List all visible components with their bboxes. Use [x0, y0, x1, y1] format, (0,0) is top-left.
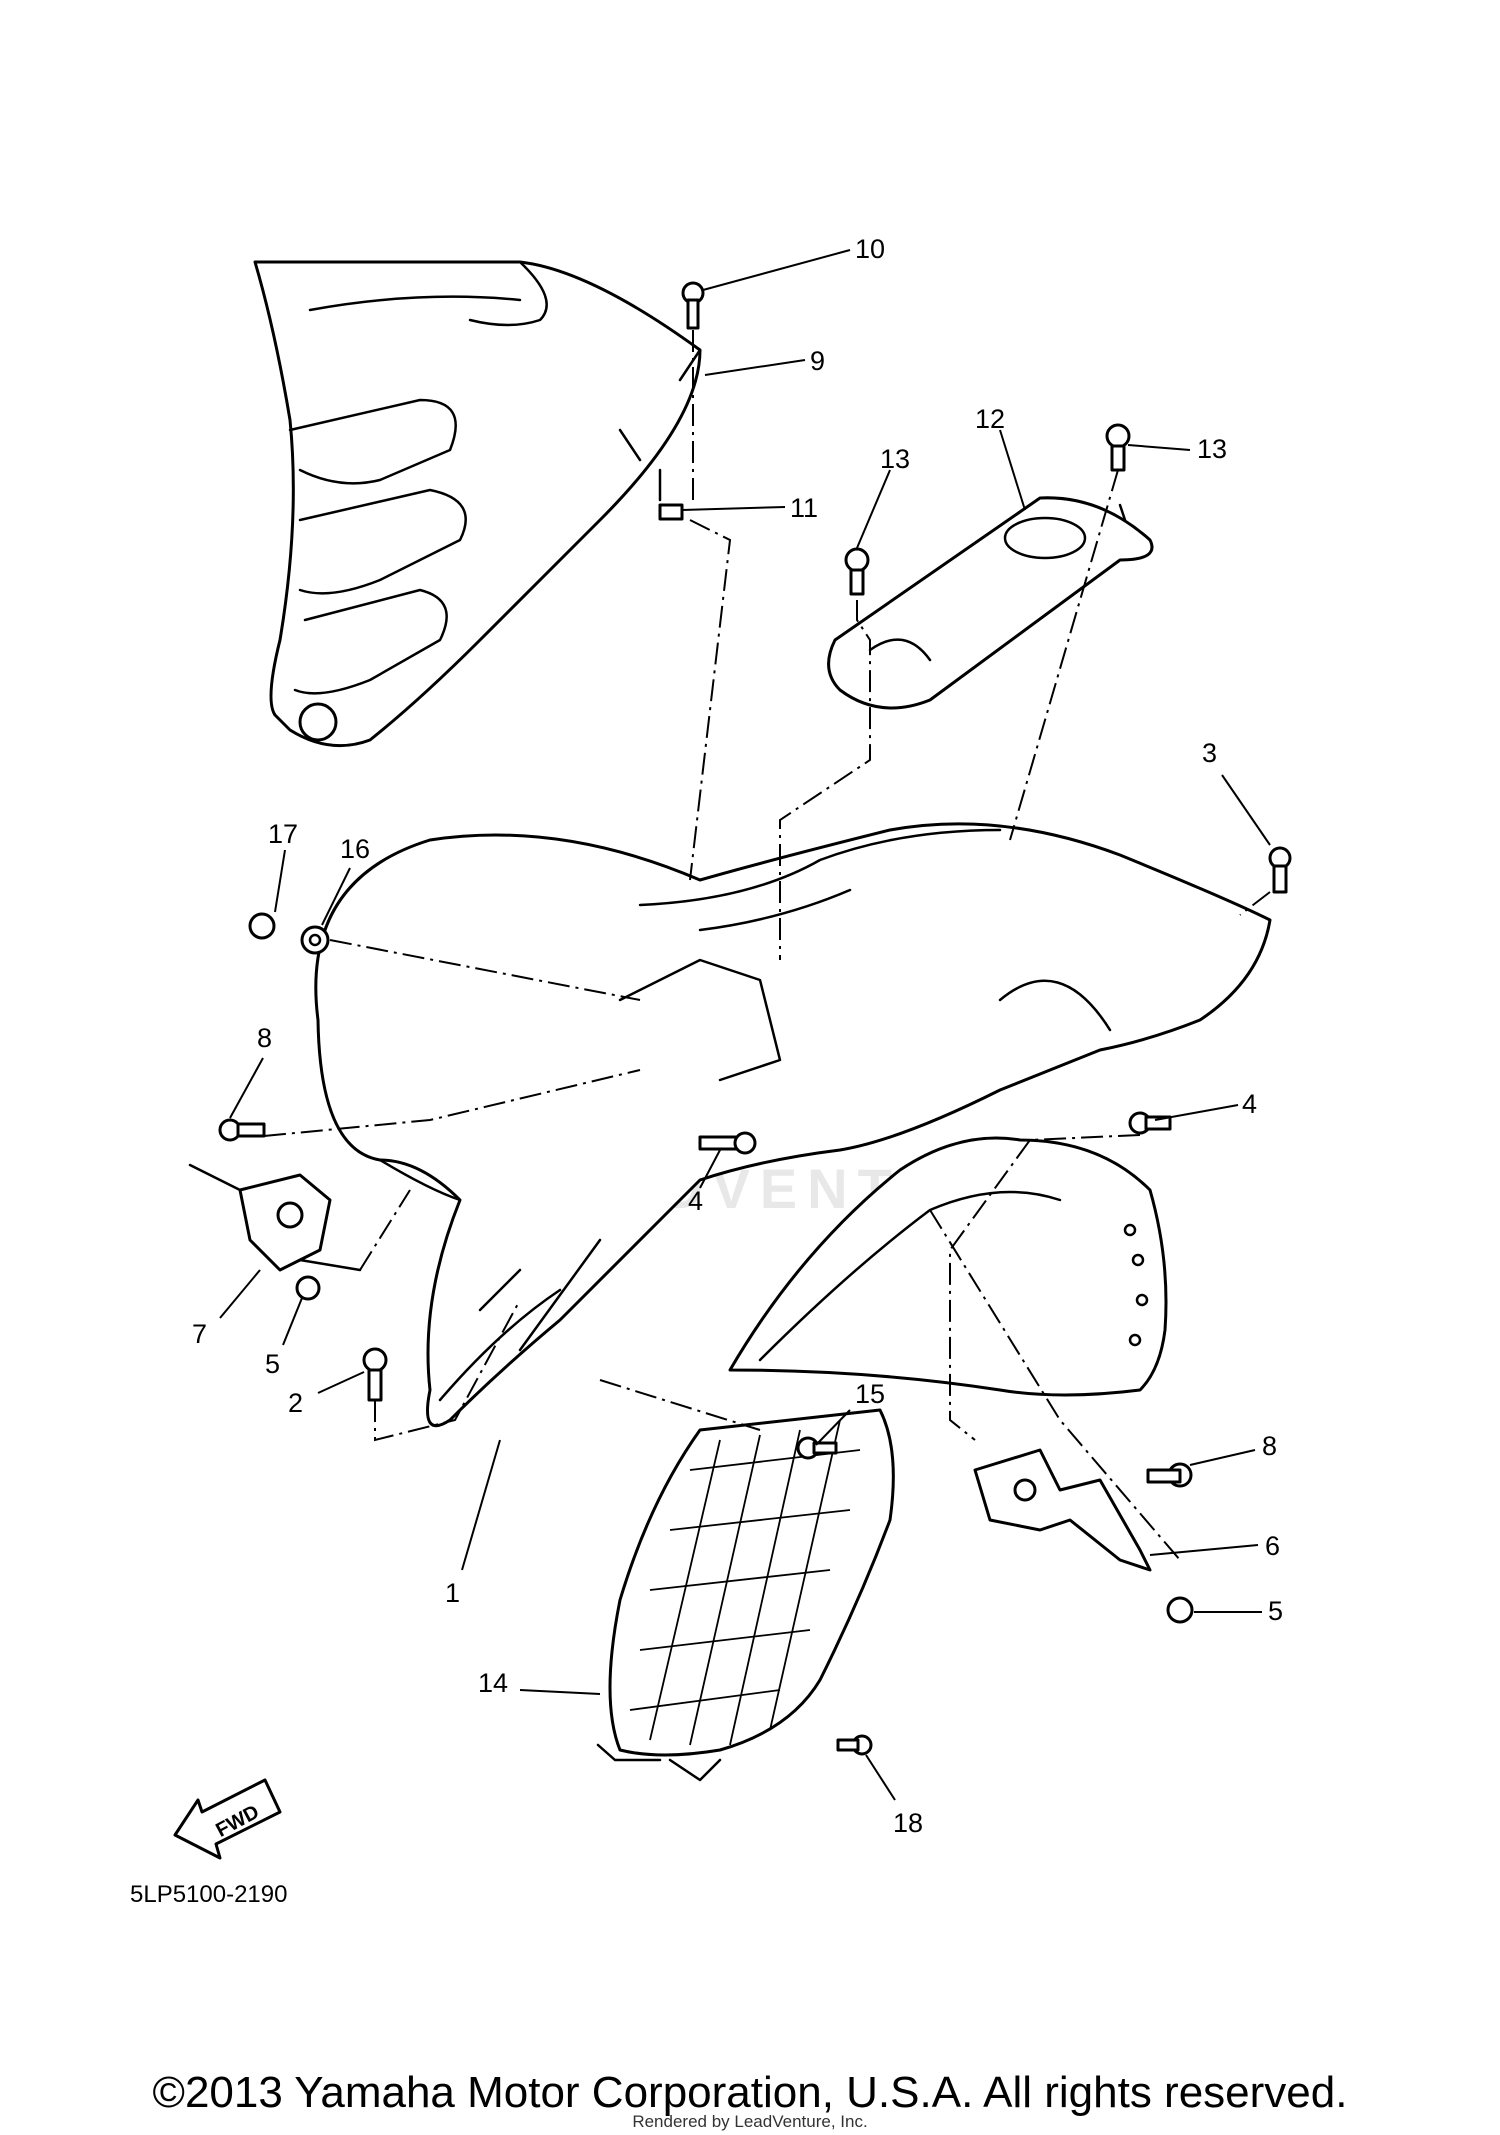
forward-arrow-icon: FWD	[173, 1778, 282, 1860]
callout-4-right: 4	[1242, 1089, 1257, 1119]
callout-3: 3	[1202, 738, 1217, 768]
callout-12: 12	[975, 404, 1005, 434]
grille-part	[596, 1408, 895, 1782]
callout-6: 6	[1265, 1531, 1280, 1561]
callout-5-left: 5	[265, 1349, 280, 1379]
callout-2: 2	[288, 1388, 303, 1418]
callout-11: 11	[790, 493, 818, 523]
callout-13-right: 13	[1197, 434, 1227, 464]
callout-1: 1	[445, 1578, 460, 1608]
callout-8-right: 8	[1262, 1431, 1277, 1461]
assembly-lines	[263, 330, 1271, 1561]
callout-9: 9	[810, 346, 825, 376]
callout-10: 10	[855, 234, 885, 264]
callout-4-middle: 4	[688, 1186, 703, 1216]
callout-18: 18	[893, 1808, 923, 1838]
center-panel-part	[827, 496, 1154, 710]
fasteners	[218, 281, 1292, 1756]
callout-7: 7	[192, 1319, 207, 1349]
callout-17: 17	[268, 819, 298, 849]
copyright-notice: ©2013 Yamaha Motor Corporation, U.S.A. A…	[152, 2068, 1348, 2117]
callout-13-left: 13	[880, 444, 910, 474]
left-bracket-part	[188, 1163, 362, 1272]
leader-lines	[219, 249, 1271, 1801]
callout-14: 14	[478, 1668, 508, 1698]
right-bracket-part	[973, 1448, 1152, 1572]
front-fender-part	[314, 822, 1272, 1428]
callout-16: 16	[340, 834, 370, 864]
diagram-code: 5LP5100-2190	[130, 1881, 287, 1908]
callout-15: 15	[855, 1379, 885, 1409]
callout-5-right: 5	[1268, 1596, 1283, 1626]
front-cover-part	[253, 260, 702, 748]
callout-labels: 1 2 3 4 4 5 5 6 7 8 8 9 10 11 12 13 13 1…	[192, 234, 1283, 1838]
callout-8-left: 8	[257, 1023, 272, 1053]
right-fender-part	[728, 1136, 1168, 1397]
rendered-by-notice: Rendered by LeadVenture, Inc.	[632, 2112, 868, 2131]
